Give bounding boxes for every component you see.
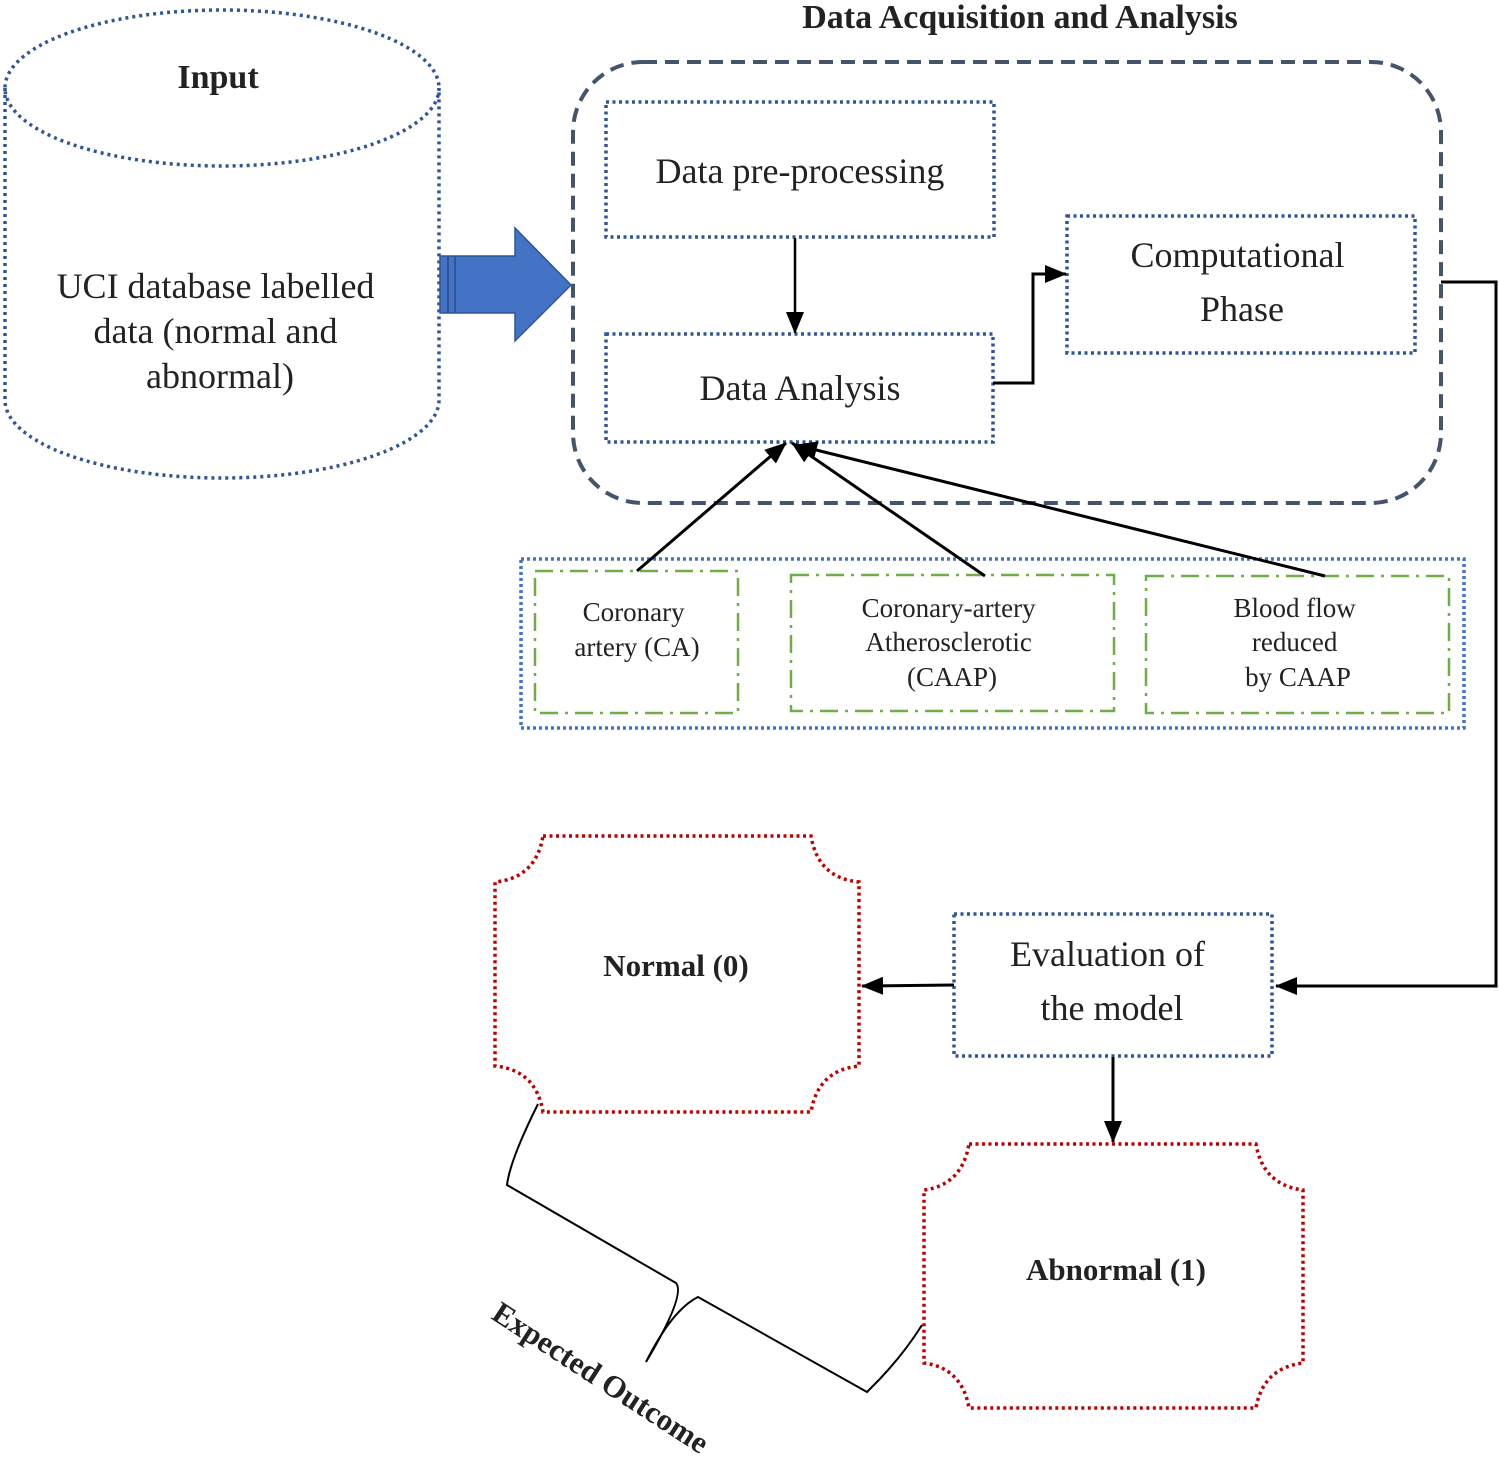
input-description: UCI database labelled data (normal and a… (57, 266, 384, 396)
input-heading: Input (177, 59, 259, 96)
factor-caap[interactable]: Coronary-artery Atherosclerotic (CAAP) (789, 573, 1116, 713)
edge-computational-to-evaluation (1275, 280, 1498, 995)
node-data-analysis-label: Data Analysis (700, 368, 901, 408)
node-data-analysis[interactable]: Data Analysis (604, 332, 995, 444)
node-data-preprocessing-label: Data pre-processing (656, 151, 945, 191)
edge-analysis-to-computational (993, 265, 1067, 385)
factor-coronary-artery[interactable]: Coronary artery (CA) (533, 569, 740, 715)
outcome-abnormal-label: Abnormal (1) (1026, 1252, 1206, 1287)
node-data-preprocessing[interactable]: Data pre-processing (604, 100, 996, 239)
input-database-cylinder: Input UCI database labelled data (normal… (3, 8, 441, 480)
node-computational-phase-label: Computational Phase (1131, 235, 1354, 329)
input-flow-arrow (439, 226, 573, 343)
edge-ca-to-analysis (636, 441, 787, 573)
outcome-abnormal[interactable]: Abnormal (1) (922, 1142, 1305, 1410)
factor-group-container (519, 557, 1466, 730)
factor-coronary-artery-label: Coronary artery (CA) (574, 597, 699, 662)
edge-caap-to-analysis (791, 441, 986, 578)
edge-bloodflow-to-analysis (795, 441, 1326, 578)
factor-caap-label: Coronary-artery Atherosclerotic (CAAP) (862, 593, 1043, 692)
factor-blood-flow-label: Blood flow reduced by CAAP (1233, 593, 1362, 692)
expected-outcome-label: Expected Outcome (486, 1295, 715, 1461)
section-title: Data Acquisition and Analysis (802, 0, 1238, 36)
block-arrow-icon (439, 226, 573, 343)
node-evaluation-label: Evaluation of the model (1010, 934, 1214, 1028)
outcome-normal-label: Normal (0) (603, 948, 748, 983)
edge-evaluation-to-normal (861, 976, 955, 995)
node-computational-phase[interactable]: Computational Phase (1065, 214, 1417, 355)
expected-outcome-brace (505, 1103, 923, 1394)
factor-blood-flow[interactable]: Blood flow reduced by CAAP (1144, 574, 1451, 715)
data-acquisition-container (571, 60, 1443, 505)
cylinder-top (3, 8, 441, 168)
outcome-normal[interactable]: Normal (0) (493, 834, 861, 1114)
node-evaluation[interactable]: Evaluation of the model (952, 912, 1274, 1058)
